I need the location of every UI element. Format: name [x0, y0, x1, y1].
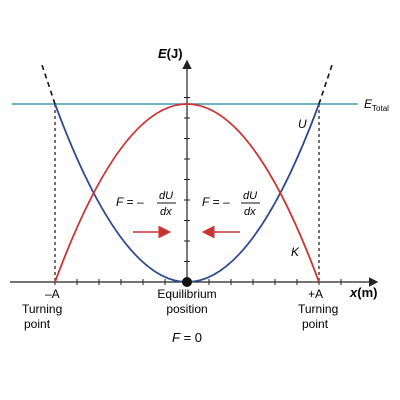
- potential-energy-left-extension: [40, 61, 56, 105]
- equilibrium-point: [182, 277, 192, 287]
- left-turning-line1: Turning: [22, 302, 62, 316]
- e-total-label: ETotal: [364, 97, 389, 113]
- kinetic-energy-curve: [54, 103, 320, 283]
- right-force-formula: F = – dU dx: [202, 190, 260, 218]
- right-turning-line2: point: [302, 317, 329, 331]
- svg-text:dx: dx: [244, 206, 256, 218]
- svg-text:dU: dU: [243, 190, 257, 202]
- x-axis-label: x(m): [349, 285, 377, 300]
- left-turning-line2: point: [24, 317, 51, 331]
- right-turning-line1: Turning: [298, 302, 338, 316]
- left-turning-value: –A: [45, 287, 60, 301]
- potential-energy-label: U: [298, 117, 307, 131]
- right-turning-value: +A: [308, 287, 323, 301]
- svg-text:F = –: F = –: [116, 195, 144, 209]
- y-axis-label: E(J): [158, 46, 183, 61]
- kinetic-energy-label: K: [291, 245, 300, 259]
- potential-energy-right-extension: [318, 61, 334, 105]
- equilibrium-force-label: F = 0: [172, 330, 202, 345]
- svg-text:dx: dx: [160, 206, 172, 218]
- svg-text:dU: dU: [159, 190, 173, 202]
- x-axis-ticks: [54, 279, 342, 285]
- equilibrium-label-line1: Equilibrium: [157, 287, 216, 301]
- y-axis-ticks: [184, 97, 190, 262]
- equilibrium-label-line2: position: [166, 302, 207, 316]
- svg-text:F = –: F = –: [202, 195, 230, 209]
- left-force-formula: F = – dU dx: [116, 190, 176, 218]
